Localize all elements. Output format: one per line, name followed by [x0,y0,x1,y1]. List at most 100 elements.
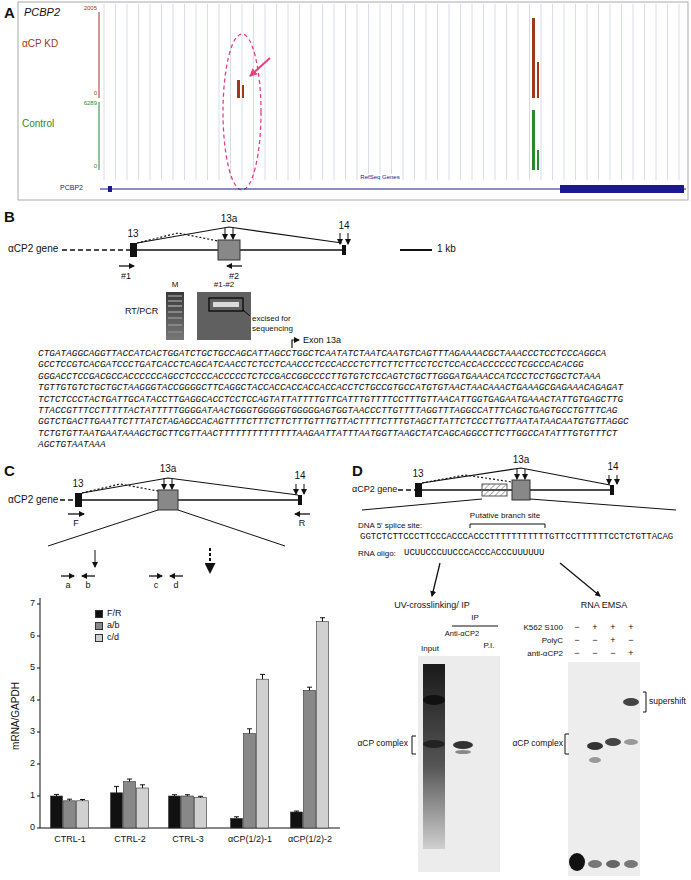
axis-value: 6289 [84,100,97,107]
drawing-part [589,757,601,763]
drawing-part [422,475,512,483]
category-label: CTRL-2 [114,834,146,845]
drawing-part [209,548,211,572]
gene-name: αCP2 gene [8,243,58,255]
drawing-part [234,816,239,817]
row-label: anti-αCP2 [527,649,563,659]
panel-c-gene [48,478,310,576]
shape-rect [482,484,507,496]
lane-label: P.I. [484,641,495,651]
shape-rect [100,4,686,180]
sequence-line: TTACCGTTTCCTTTTTACTATTTTTGGGGATAACTGGGTG… [38,406,617,417]
shape-rect [124,782,136,828]
exon-label: 13a [160,463,177,475]
primer-label: F [73,518,79,529]
lane-label: M [172,280,179,290]
axis-value: 0 [94,163,97,170]
band-label: supershift [649,696,686,706]
sequence-line: GGTCTCTTCCCTTCCCACCCACCCTTTTTTTTTTTGTTCC… [360,532,673,542]
condition-sign: + [628,622,633,633]
drawing-part [75,499,300,501]
condition-sign: − [574,622,579,633]
shape-rect [291,812,303,828]
band-label: αCP complex [512,738,563,748]
drawing-part [170,575,183,576]
shape-rect [304,690,316,828]
band-label: αCP complex [357,738,408,748]
drawing-part [37,764,40,765]
shape-rect [75,493,82,507]
method-label: RT/PCR [125,306,158,317]
drawing-part [296,484,297,494]
panel-a-browser [18,2,688,200]
drawing-part [606,860,620,868]
drawing-part [362,499,482,510]
drawing-part [168,306,182,307]
sequence-line: TCTCTCCCTACTGATTGCATACCTTGAGGCACCTCCTCCA… [38,395,623,406]
shape-rect [51,796,63,828]
shape-rect [317,622,329,828]
panel-letter: B [4,208,15,226]
shape-rect [64,801,76,828]
primer-label: R [299,518,306,529]
drawing-part [423,740,445,748]
track-name: Control [22,118,54,130]
drawing-part [37,604,40,605]
drawing-part [452,626,498,627]
drawing-part [37,828,40,829]
shape-rect [423,664,445,849]
bar-chart [37,598,340,828]
drawing-part [178,510,285,546]
drawing-part [292,340,299,348]
legend-text: a/b [107,620,120,631]
shape-rect [257,679,269,828]
drawing-part [149,575,162,576]
drawing-part [164,478,165,489]
exon-label: Exon 13a [303,335,341,346]
sequence-title: RNA oligo: [358,549,396,559]
shape-rect [169,796,181,828]
shape-rect [195,798,207,828]
exon-label: 14 [607,461,618,473]
axis-tick: 0 [30,822,35,833]
axis-title: mRNA/GAPDH [10,682,22,750]
shape-rect [111,793,123,828]
shape-rect [560,185,684,193]
condition-sign: + [610,622,615,633]
drawing-part [168,318,182,319]
drawing-part [560,563,600,596]
sequence-line: UCUUCCCUUCCCACCCACCCUUUUUU [404,548,544,558]
sequence-line: GCCTCCGTCACGATCCCTGATCACCTCAGCATCAACCTCT… [38,360,584,371]
shape-rect [213,302,239,307]
drawing-part [172,478,173,489]
drawing-part [80,799,85,800]
axis-tick: 7 [30,598,35,609]
primer-label: c [154,580,159,591]
drawing-part [455,750,471,754]
sequence-line: TGTTGTGTCTGCTGCTAAGGGTACCGGGGCTTCAGGCTAC… [38,383,623,394]
drawing-part [262,674,263,679]
lane-label: #1-#2 [214,280,234,290]
drawing-part [60,499,75,501]
drawing-part [62,249,130,251]
drawing-part [99,102,100,170]
axis-tick: 1 [30,790,35,801]
panel-letter: D [352,462,363,480]
drawing-part [227,265,242,266]
sequence-line: CTGATAGGCAGGTTACCATCACTGGATCTGCTGCCAGCAT… [38,349,606,360]
drawing-part [617,475,618,484]
axis-tick: 4 [30,694,35,705]
drawing-part [260,674,265,675]
drawing-part [82,478,298,495]
drawing-part [400,249,432,251]
shape-rect [18,2,688,200]
drawing-part [453,741,473,749]
drawing-part [168,332,182,333]
drawing-part [67,799,72,800]
shape-rect [137,788,149,828]
sequence-title: DNA 5' splice site: [358,521,422,531]
note: excised for sequencing [252,314,314,333]
panel-d-gene [362,468,676,626]
drawing-part [304,484,305,494]
drawing-part [168,296,182,297]
